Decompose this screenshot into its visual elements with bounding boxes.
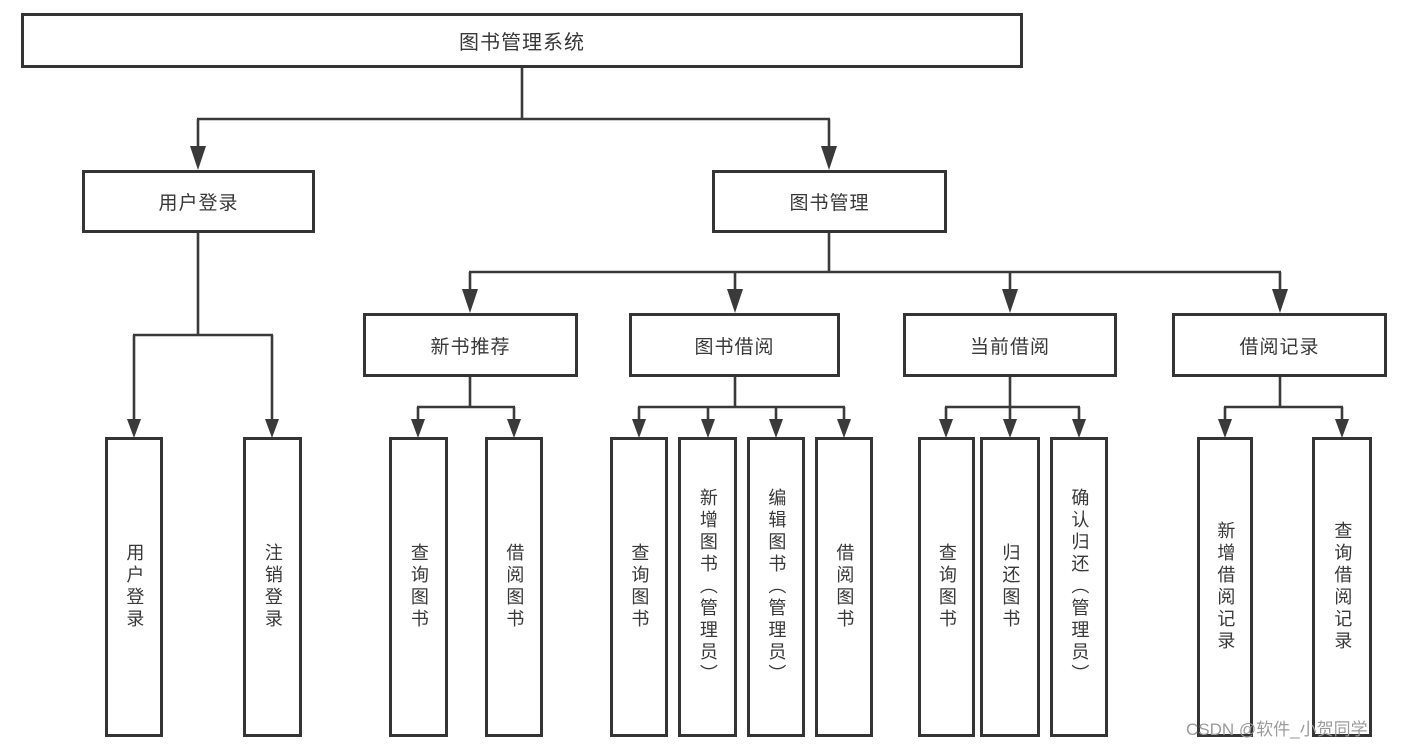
leaf-borrow-books: 借阅图书 [815,437,873,737]
csdn-watermark: CSDN @软件_小贺同学 [1186,720,1368,739]
edge-new-book-to-leaves [411,377,521,438]
leaf-return-books: 归还图书 [980,437,1040,737]
leaf-query-books-borrow: 查询图书 [610,437,668,737]
leaf-query-books-current: 查询图书 [918,437,975,737]
node-book-management: 图书管理 [712,170,947,233]
edge-root-to-level2 [190,68,837,170]
leaf-borrow-books-recommend: 借阅图书 [485,437,543,737]
leaf-add-borrow-record: 新增借阅记录 [1197,437,1253,737]
leaf-edit-books-admin: 编辑图书（管理员） [747,437,805,737]
node-root-library-system: 图书管理系统 [21,13,1023,68]
leaf-query-borrow-record: 查询借阅记录 [1312,437,1372,737]
node-borrowing-records: 借阅记录 [1172,313,1387,377]
leaf-user-login: 用户登录 [105,437,163,737]
leaf-logout: 注销登录 [243,437,302,737]
node-new-book-recommend: 新书推荐 [363,313,578,377]
leaf-add-books-admin: 新增图书（管理员） [678,437,737,737]
edge-book-mgmt-to-level3 [462,233,1288,313]
node-user-login: 用户登录 [82,170,315,233]
node-book-borrowing: 图书借阅 [629,313,840,377]
node-current-borrowing: 当前借阅 [903,313,1117,377]
leaf-confirm-return-admin: 确认归还（管理员） [1050,437,1108,737]
edge-user-login-to-leaves [127,233,279,438]
edge-borrow-record-to-leaves [1218,377,1349,438]
leaf-query-books-recommend: 查询图书 [389,437,448,737]
edge-current-borrow-to-leaves [939,377,1086,438]
edge-book-borrow-to-leaves [632,377,851,438]
